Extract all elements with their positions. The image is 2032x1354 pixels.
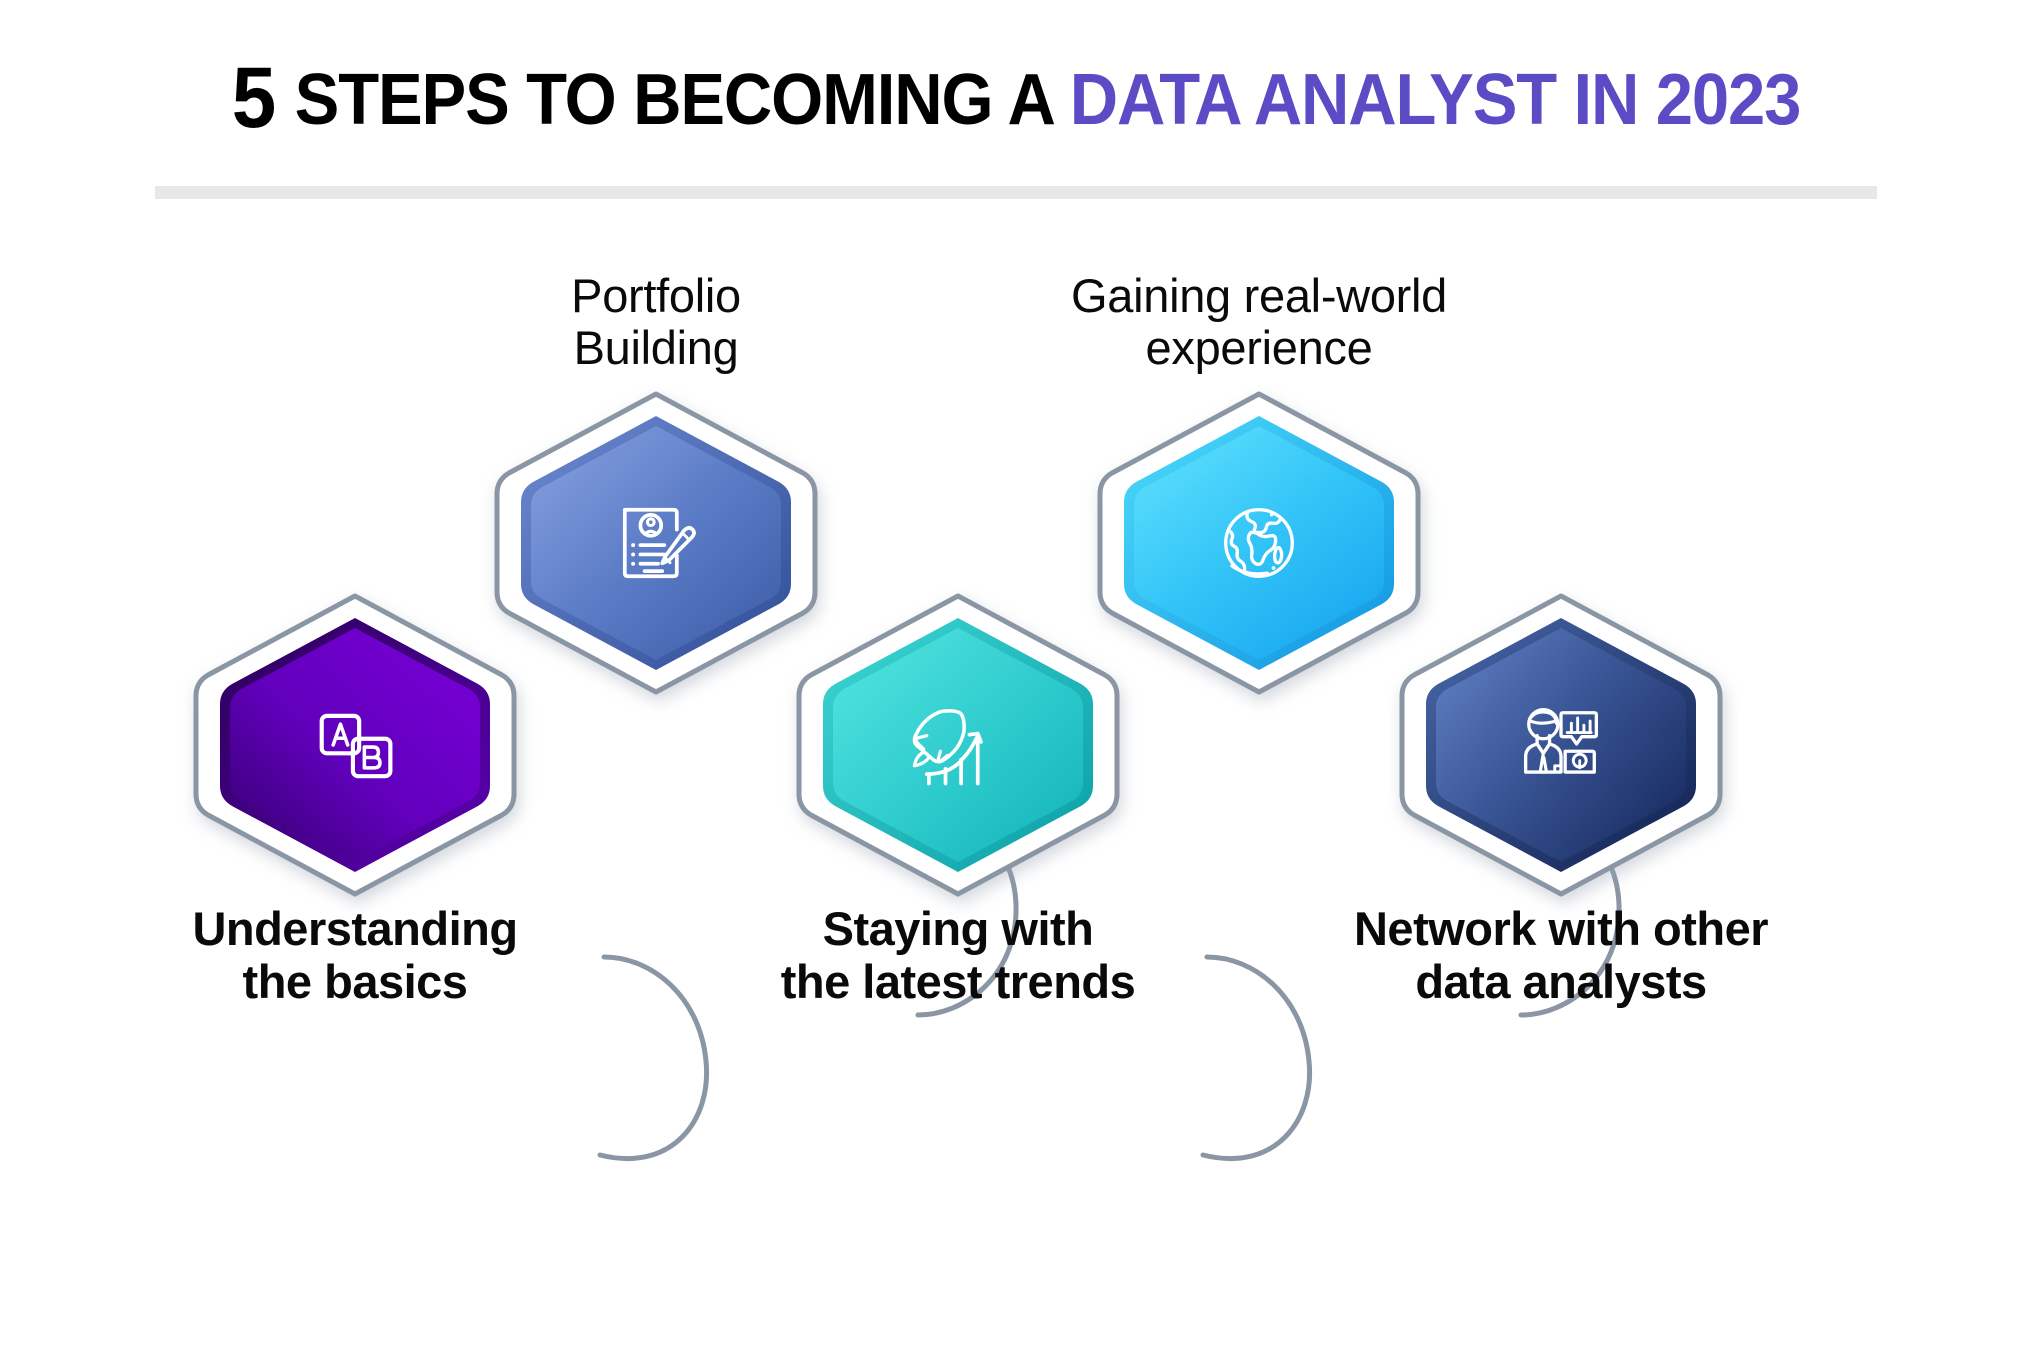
hexagon-fill-1 [220,618,490,872]
hexagon-fill-5 [1426,618,1696,872]
step-node-3[interactable]: Staying with the latest trends [781,495,1136,1008]
title-plain: STEPS TO BECOMING A [277,60,1070,140]
step-node-2[interactable]: Portfolio Building [491,269,821,793]
step-node-5[interactable]: Network with other data analysts [1354,495,1769,1008]
title-accent: DATA ANALYST IN 2023 [1069,60,1802,140]
connector-3-4 [1200,954,1313,1162]
hexagon-3[interactable] [793,590,1123,900]
step-label-5: Network with other data analysts [1353,902,1769,1008]
connector-1-2 [597,954,710,1162]
step-node-4[interactable]: Gaining real-world experience [1071,269,1447,793]
page-title: 5 STEPS TO BECOMING A DATA ANALYST IN 20… [71,55,1961,141]
step-label-2: Portfolio Building [571,268,741,375]
title-number: 5 [231,50,278,146]
hexagon-1[interactable] [190,590,520,900]
hexagon-fill-2 [521,416,791,670]
step-label-4: Gaining real-world experience [1071,268,1447,375]
header: 5 STEPS TO BECOMING A DATA ANALYST IN 20… [0,0,2032,215]
hexagon-4[interactable] [1094,388,1424,698]
step-node-1[interactable]: Understanding the basics [190,495,520,1008]
step-label-3: Staying with the latest trends [780,902,1136,1008]
hexagon-fill-4 [1124,416,1394,670]
hexagon-fill-3 [823,618,1093,872]
hexagon-5[interactable] [1396,590,1726,900]
steps-diagram: Understanding the basics [0,215,2032,1354]
hexagon-2[interactable] [491,388,821,698]
title-divider [155,186,1877,199]
step-label-1: Understanding the basics [192,902,518,1008]
